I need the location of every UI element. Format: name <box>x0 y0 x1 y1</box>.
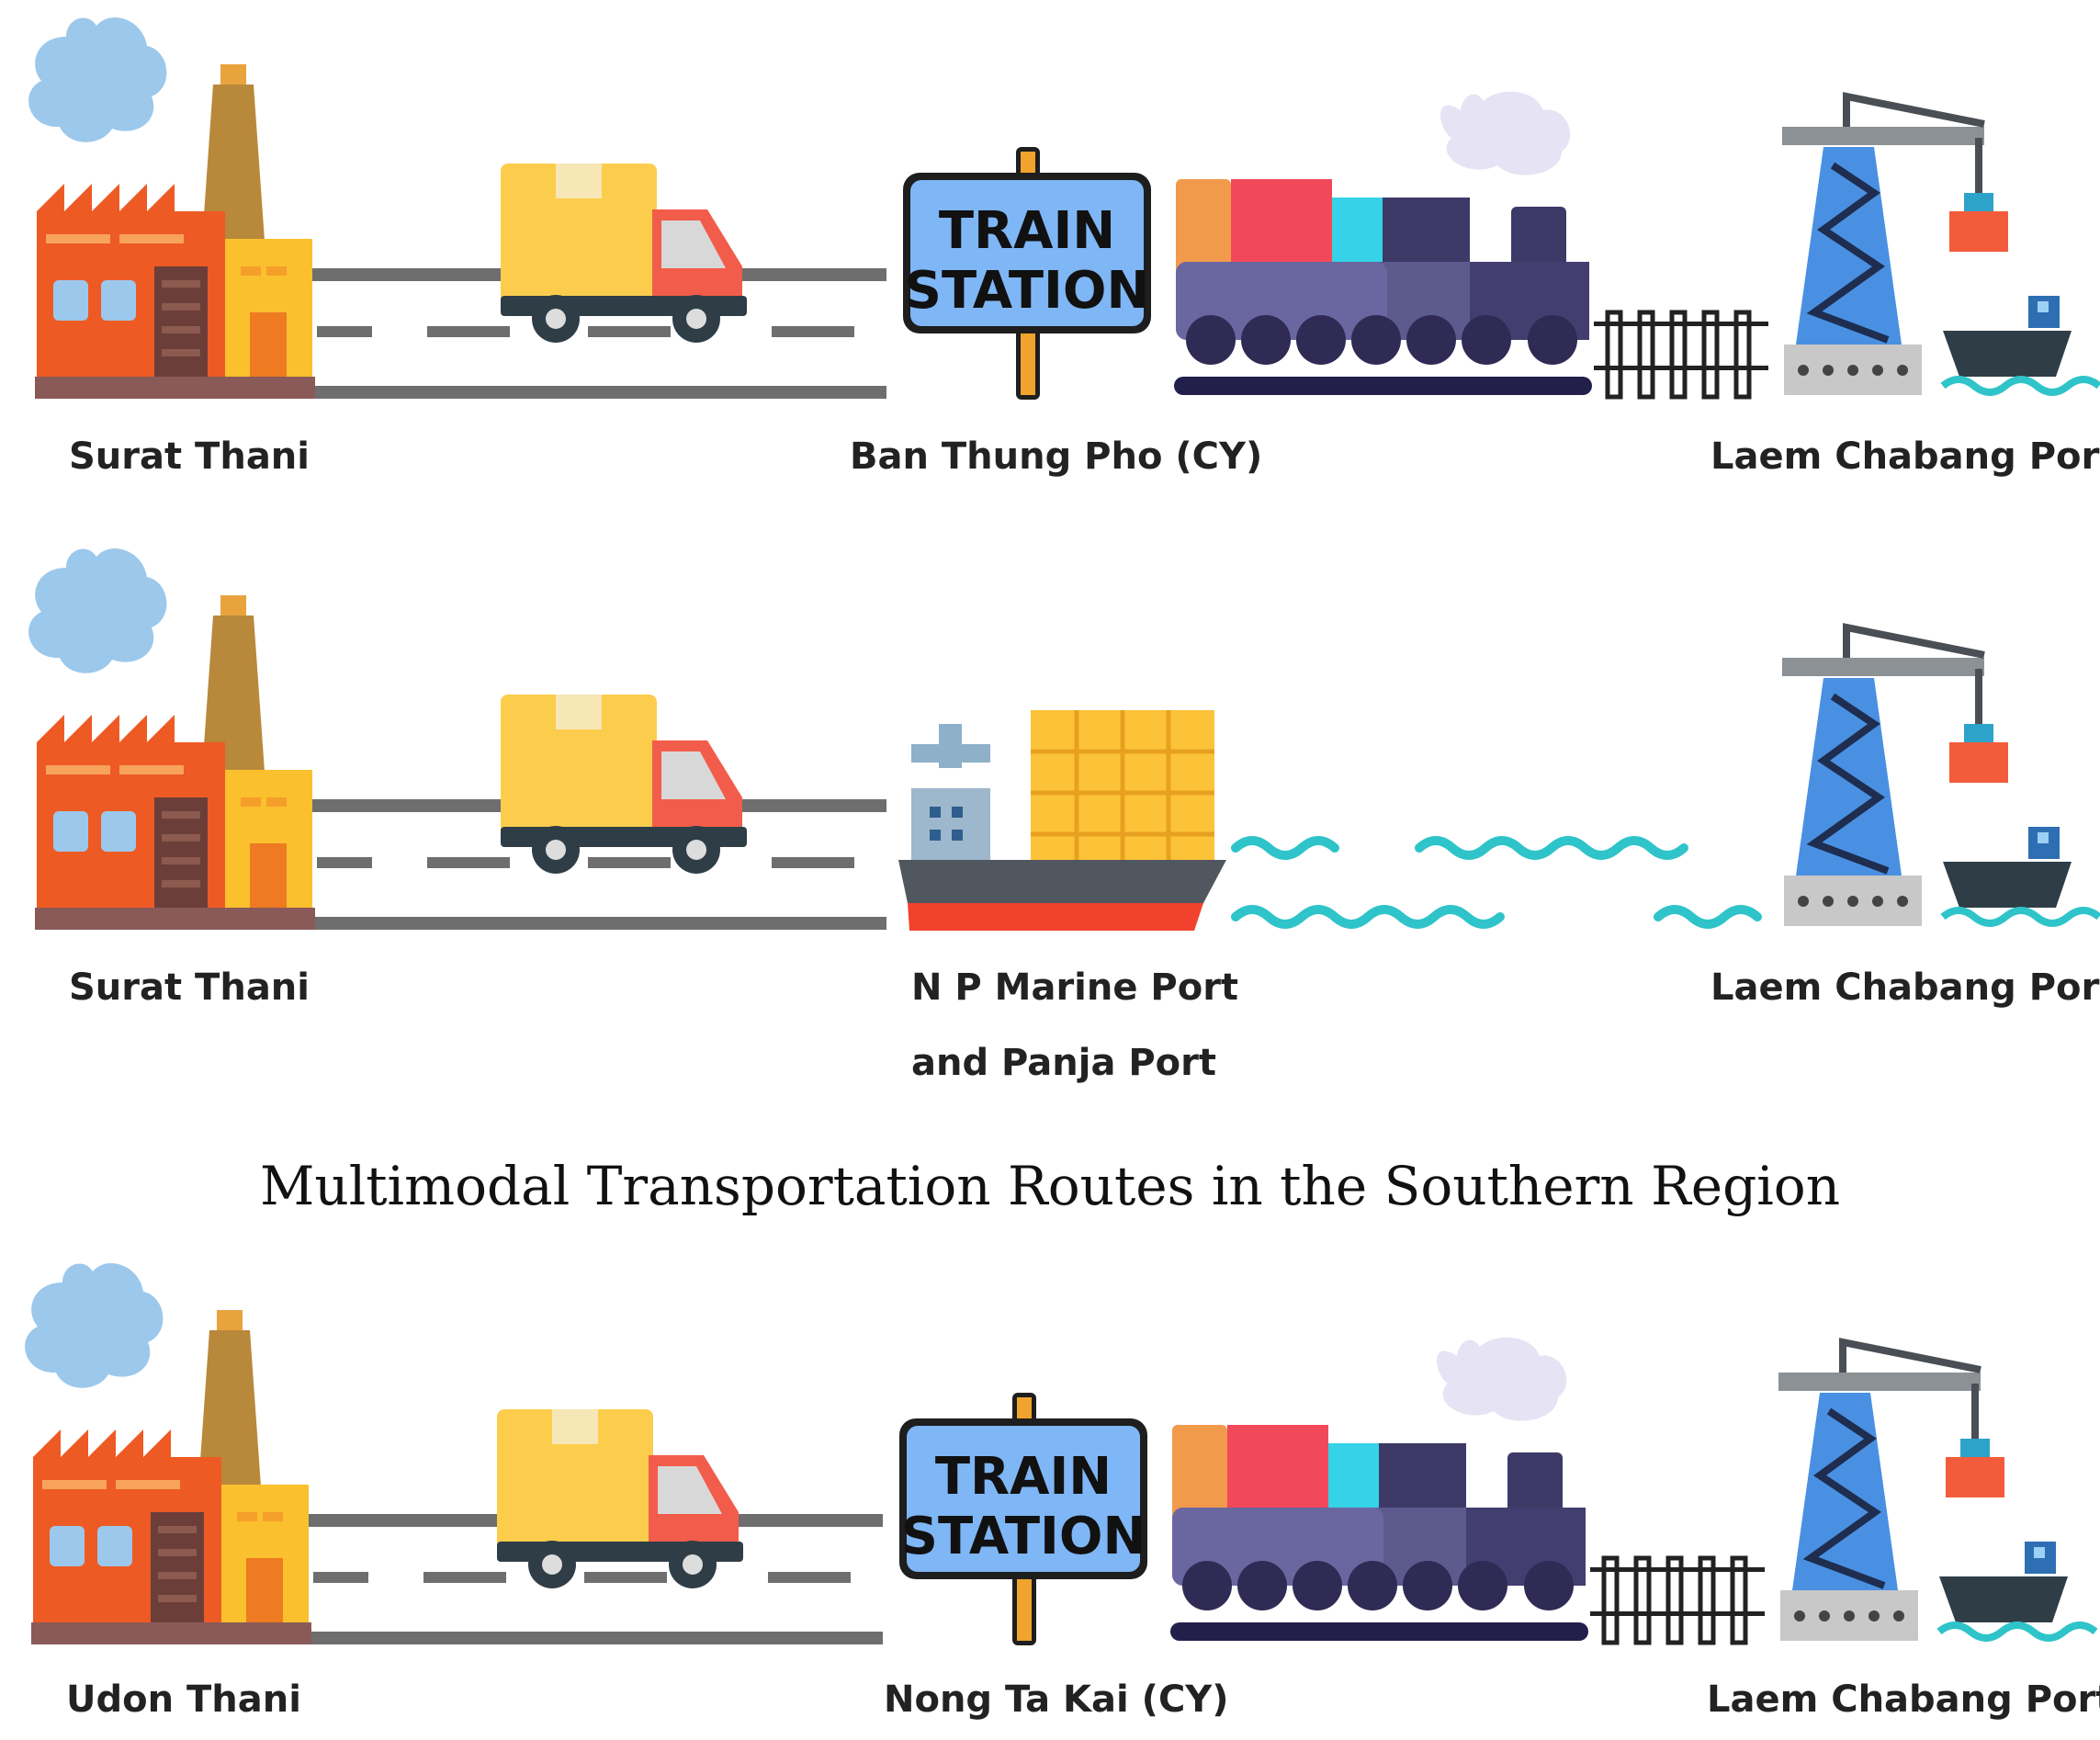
hub-label: Nong Ta Kai (CY) <box>884 1678 1229 1721</box>
route-row-3: TRAIN STATION <box>25 1263 2095 1645</box>
sign-line-1: TRAIN <box>939 201 1115 261</box>
origin-label: Surat Thani <box>69 966 310 1009</box>
port-crane-icon <box>1782 96 2099 395</box>
truck-icon <box>501 164 747 343</box>
rail-track-icon <box>1594 312 1768 397</box>
truck-icon <box>497 1409 743 1588</box>
sign-line-2: STATION <box>905 261 1150 321</box>
factory-icon <box>28 548 315 930</box>
factory-icon <box>25 1263 311 1644</box>
locomotive-icon <box>1170 1337 1588 1641</box>
factory-icon <box>28 17 315 399</box>
origin-label: Udon Thani <box>66 1678 301 1721</box>
sea-waves-icon <box>1231 836 1762 929</box>
origin-label: Surat Thani <box>69 435 310 478</box>
sign-line-1: TRAIN <box>935 1447 1112 1507</box>
destination-label: Laem Chabang Port <box>1710 435 2100 478</box>
route-row-2 <box>28 548 2099 931</box>
destination-label: Laem Chabang Port <box>1710 966 2100 1009</box>
diagram-caption: Multimodal Transportation Routes in the … <box>259 1155 1841 1217</box>
sign-line-2: STATION <box>901 1507 1146 1566</box>
hub-label-line-1: N P Marine Port <box>911 966 1239 1009</box>
locomotive-icon <box>1174 91 1592 395</box>
destination-label: Laem Chabang Port <box>1707 1678 2100 1721</box>
port-crane-icon <box>1778 1342 2095 1641</box>
port-crane-icon <box>1782 627 2099 926</box>
hub-label: Ban Thung Pho (CY) <box>850 435 1263 478</box>
hub-label-line-2: and Panja Port <box>911 1042 1217 1084</box>
route-row-1: TRAIN STATION <box>28 17 2099 400</box>
truck-icon <box>501 695 747 874</box>
rail-track-icon <box>1590 1558 1765 1643</box>
cargo-ship-icon <box>898 710 1226 931</box>
